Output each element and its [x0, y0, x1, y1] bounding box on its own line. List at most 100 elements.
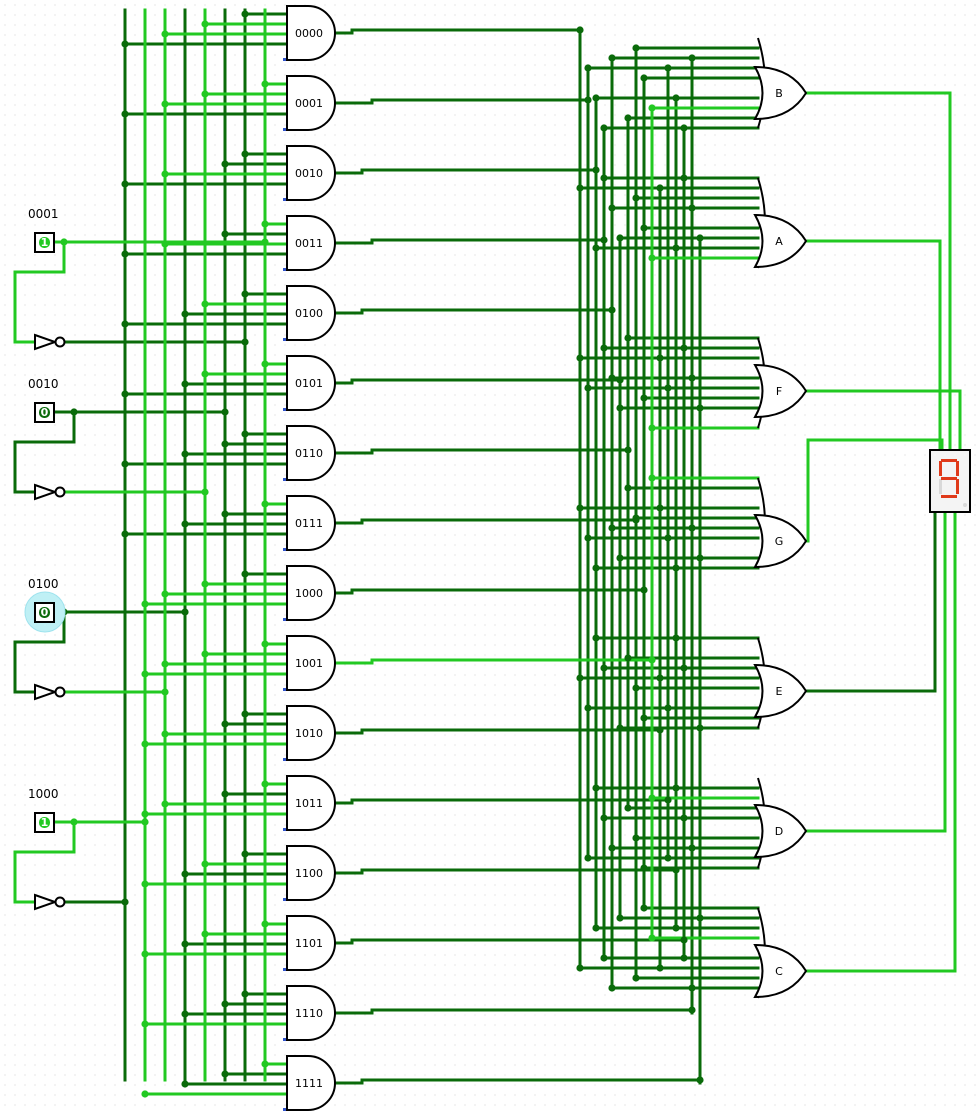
junction-dot	[201, 300, 209, 308]
junction-dot	[141, 600, 149, 608]
junction-dot	[648, 934, 656, 942]
junction-dot	[576, 674, 584, 682]
junction-dot	[680, 954, 688, 962]
decimal-point	[963, 503, 967, 507]
input-label: 1000	[28, 787, 59, 801]
and-output-wire	[334, 588, 646, 595]
junction-dot	[576, 964, 584, 972]
junction-dot	[121, 110, 129, 118]
junction-dot	[201, 20, 209, 28]
junction-dot	[201, 90, 209, 98]
junction-dot	[161, 688, 169, 696]
junction-dot	[664, 796, 672, 804]
junction-dot	[241, 430, 249, 438]
junction-dot	[141, 818, 149, 826]
junction-dot	[221, 230, 229, 238]
junction-dot	[261, 640, 269, 648]
junction-dot	[201, 488, 209, 496]
junction-dot	[121, 40, 129, 48]
junction-dot	[696, 1076, 704, 1084]
segment-g	[941, 477, 957, 480]
junction-dot	[161, 170, 169, 178]
logic-gates: 0000000100100011010001010110011110001001…	[283, 5, 808, 1111]
junction-dot	[648, 104, 656, 112]
junction-dot	[664, 534, 672, 542]
junction-dot	[672, 784, 680, 792]
junction-dot	[600, 664, 608, 672]
junction-dot	[672, 564, 680, 572]
and-output-wire	[334, 238, 606, 245]
gate-pin-marker	[283, 1038, 286, 1041]
junction-dot	[261, 238, 269, 246]
and-gate-label: 0110	[295, 447, 323, 460]
input-pin-led	[39, 607, 50, 618]
junction-dot	[616, 234, 624, 242]
junction-dot	[672, 94, 680, 102]
junction-dot	[584, 96, 592, 104]
junction-dot	[181, 608, 189, 616]
junction-dot	[696, 234, 704, 242]
junction-dot	[221, 790, 229, 798]
segment-c	[956, 479, 959, 494]
junction-dot	[616, 404, 624, 412]
junction-dot	[672, 244, 680, 252]
seven-segment-display	[929, 449, 971, 513]
and-gate-label: 1110	[295, 1007, 323, 1020]
junction-dot	[221, 440, 229, 448]
junction-dot	[656, 726, 664, 734]
gate-pin-marker	[283, 268, 286, 271]
junction-dot	[616, 914, 624, 922]
input-pin-led	[39, 407, 50, 418]
junction-dot	[608, 844, 616, 852]
inverter-bubble	[54, 896, 66, 908]
junction-dot	[221, 1000, 229, 1008]
inverter-bubble	[54, 486, 66, 498]
junction-dot	[576, 26, 584, 34]
inverter-gate	[34, 483, 59, 501]
segment-wire	[804, 389, 962, 452]
junction-dot	[584, 64, 592, 72]
and-gate	[286, 285, 336, 341]
junction-dot	[241, 710, 249, 718]
junction-dot	[664, 704, 672, 712]
and-output-wire	[334, 868, 678, 875]
and-output-wire	[334, 308, 614, 315]
junction-dot	[576, 504, 584, 512]
and-output-wire	[334, 98, 590, 105]
or-gate	[753, 213, 808, 269]
junction-dot	[70, 818, 78, 826]
junction-dot	[576, 354, 584, 362]
junction-dot	[161, 800, 169, 808]
and-output-wire	[334, 1078, 702, 1085]
junction-dot	[680, 174, 688, 182]
and-output-wire	[334, 658, 654, 665]
segment-g-wire	[804, 438, 944, 543]
junction-dot	[141, 810, 149, 818]
junction-dot	[608, 54, 616, 62]
junction-dot	[261, 780, 269, 788]
junction-dot	[241, 150, 249, 158]
junction-dot	[656, 504, 664, 512]
junction-dot	[121, 180, 129, 188]
junction-dot	[141, 950, 149, 958]
junction-dot	[624, 804, 632, 812]
and-gate-label: 0011	[295, 237, 323, 250]
and-output-wire	[334, 448, 630, 455]
junction-dot	[261, 360, 269, 368]
junction-dot	[696, 404, 704, 412]
junction-dot	[648, 474, 656, 482]
segment-wire	[804, 239, 942, 452]
and-gate-label: 0101	[295, 377, 323, 390]
or-gate	[753, 943, 808, 999]
junction-dot	[608, 524, 616, 532]
segment-a	[941, 459, 957, 462]
junction-dot	[656, 674, 664, 682]
gate-pin-marker	[283, 688, 286, 691]
junction-dot	[680, 814, 688, 822]
segment-wire	[804, 510, 957, 973]
junction-dot	[688, 984, 696, 992]
junction-dot	[584, 384, 592, 392]
junction-dot	[608, 204, 616, 212]
